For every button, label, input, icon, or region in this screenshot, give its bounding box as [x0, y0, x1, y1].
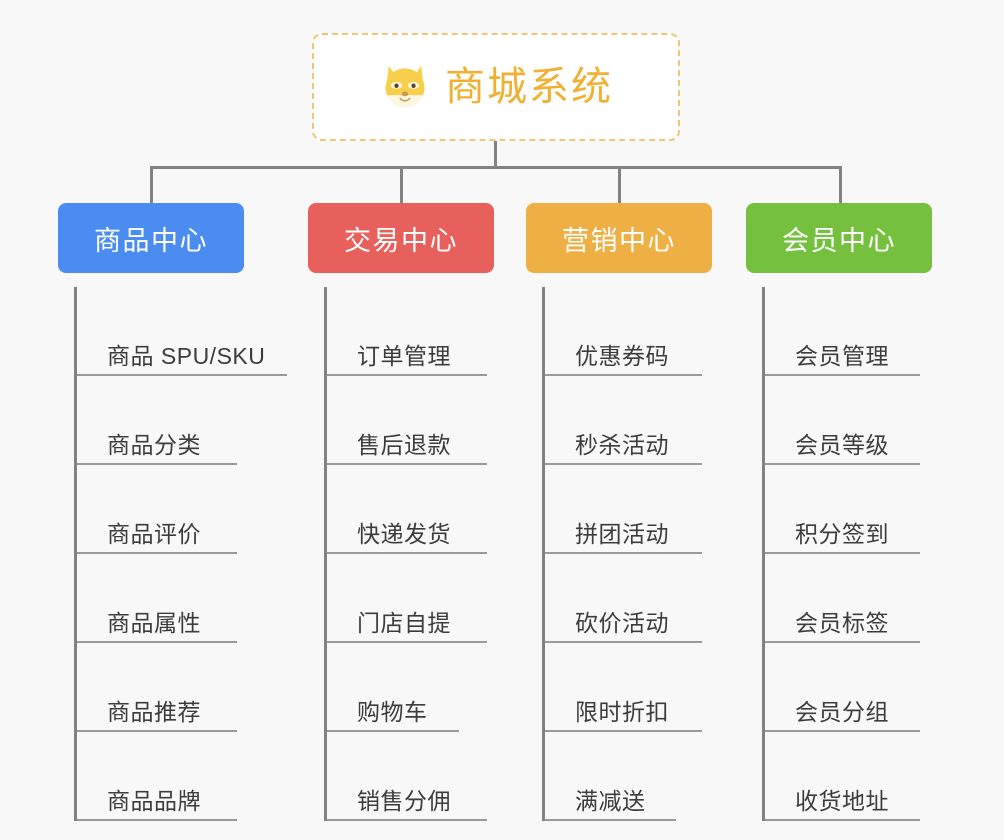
leaf-item[interactable]: 购物车 [327, 643, 540, 732]
leaf-item[interactable]: 秒杀活动 [545, 376, 758, 465]
leaf-underline [765, 552, 920, 554]
leaf-item[interactable]: 优惠券码 [545, 287, 758, 376]
leaf-label: 优惠券码 [575, 343, 669, 369]
leaf-label: 购物车 [357, 699, 428, 725]
leaf-underline [77, 374, 287, 376]
connector-drop-category-1 [150, 166, 153, 206]
leaf-label: 售后退款 [357, 432, 451, 458]
connector-drop-category-4 [839, 166, 842, 206]
leaf-underline [77, 463, 237, 465]
leaf-item[interactable]: 快递发货 [327, 465, 540, 554]
leaf-item[interactable]: 商品 SPU/SKU [77, 287, 290, 376]
shiba-dog-face-icon [385, 65, 425, 108]
leaf-item[interactable]: 商品评价 [77, 465, 290, 554]
connector-drop-category-2 [400, 166, 403, 206]
connector-horizontal-bus [150, 166, 842, 169]
leaf-underline [545, 463, 702, 465]
leaf-label: 销售分佣 [357, 788, 451, 814]
leaf-underline [765, 819, 920, 821]
leaf-underline [765, 641, 920, 643]
leaf-underline [545, 374, 702, 376]
leaf-label: 会员标签 [795, 610, 889, 636]
category-header-product[interactable]: 商品中心 [58, 203, 244, 273]
leaf-underline [327, 463, 487, 465]
leaf-label: 会员分组 [795, 699, 889, 725]
leaf-underline [545, 641, 702, 643]
leaf-underline [327, 374, 487, 376]
leaf-label: 秒杀活动 [575, 432, 669, 458]
leaf-label: 快递发货 [357, 521, 451, 547]
leaf-item[interactable]: 会员管理 [765, 287, 978, 376]
leaf-item[interactable]: 会员等级 [765, 376, 978, 465]
leaf-list-product: 商品 SPU/SKU 商品分类 商品评价 商品属性 商品推荐 商品品牌 [74, 287, 290, 821]
leaf-item[interactable]: 会员分组 [765, 643, 978, 732]
category-column-trade: 交易中心 订单管理 售后退款 快递发货 门店自提 购物车 [308, 203, 540, 821]
leaf-underline [327, 641, 487, 643]
leaf-item[interactable]: 商品分类 [77, 376, 290, 465]
leaf-label: 订单管理 [357, 343, 451, 369]
leaf-underline [545, 730, 702, 732]
leaf-item[interactable]: 会员标签 [765, 554, 978, 643]
category-label: 会员中心 [782, 225, 896, 256]
leaf-item[interactable]: 限时折扣 [545, 643, 758, 732]
leaf-underline [327, 730, 459, 732]
leaf-label: 会员管理 [795, 343, 889, 369]
category-header-marketing[interactable]: 营销中心 [526, 203, 712, 273]
leaf-item[interactable]: 积分签到 [765, 465, 978, 554]
leaf-underline [545, 552, 702, 554]
leaf-label: 商品品牌 [107, 788, 201, 814]
root-node-shop-system[interactable]: 商城系统 [312, 33, 680, 141]
leaf-label: 会员等级 [795, 432, 889, 458]
category-header-trade[interactable]: 交易中心 [308, 203, 494, 273]
leaf-underline [77, 730, 237, 732]
leaf-underline [765, 463, 920, 465]
category-label: 交易中心 [344, 225, 458, 256]
category-column-marketing: 营销中心 优惠券码 秒杀活动 拼团活动 砍价活动 限时折扣 [526, 203, 758, 821]
leaf-label: 满减送 [575, 788, 646, 814]
leaf-item[interactable]: 售后退款 [327, 376, 540, 465]
leaf-underline [327, 552, 487, 554]
leaf-underline [77, 819, 237, 821]
leaf-underline [77, 641, 237, 643]
leaf-item[interactable]: 满减送 [545, 732, 758, 821]
leaf-item[interactable]: 订单管理 [327, 287, 540, 376]
category-column-member: 会员中心 会员管理 会员等级 积分签到 会员标签 会员分组 [746, 203, 978, 821]
leaf-underline [77, 552, 237, 554]
category-label: 营销中心 [562, 225, 676, 256]
leaf-list-member: 会员管理 会员等级 积分签到 会员标签 会员分组 收货地址 [762, 287, 978, 821]
leaf-underline [765, 730, 920, 732]
category-label: 商品中心 [94, 225, 208, 256]
leaf-label: 拼团活动 [575, 521, 669, 547]
leaf-label: 商品分类 [107, 432, 201, 458]
leaf-label: 商品 SPU/SKU [107, 343, 266, 369]
leaf-label: 砍价活动 [575, 610, 669, 636]
category-column-product: 商品中心 商品 SPU/SKU 商品分类 商品评价 商品属性 商品推荐 [58, 203, 290, 821]
leaf-label: 门店自提 [357, 610, 451, 636]
leaf-list-marketing: 优惠券码 秒杀活动 拼团活动 砍价活动 限时折扣 满减送 [542, 287, 758, 821]
leaf-underline [327, 819, 487, 821]
root-node-label: 商城系统 [445, 65, 613, 109]
leaf-label: 商品推荐 [107, 699, 201, 725]
leaf-item[interactable]: 拼团活动 [545, 465, 758, 554]
leaf-label: 商品属性 [107, 610, 201, 636]
leaf-label: 限时折扣 [575, 699, 669, 725]
leaf-item[interactable]: 收货地址 [765, 732, 978, 821]
leaf-item[interactable]: 商品属性 [77, 554, 290, 643]
leaf-underline [545, 819, 676, 821]
leaf-item[interactable]: 商品品牌 [77, 732, 290, 821]
leaf-item[interactable]: 商品推荐 [77, 643, 290, 732]
leaf-label: 收货地址 [795, 788, 889, 814]
category-header-member[interactable]: 会员中心 [746, 203, 932, 273]
leaf-item[interactable]: 门店自提 [327, 554, 540, 643]
leaf-underline [765, 374, 920, 376]
connector-drop-category-3 [618, 166, 621, 206]
leaf-item[interactable]: 销售分佣 [327, 732, 540, 821]
leaf-label: 商品评价 [107, 521, 201, 547]
connector-root-drop [494, 141, 497, 169]
leaf-label: 积分签到 [795, 521, 889, 547]
leaf-list-trade: 订单管理 售后退款 快递发货 门店自提 购物车 销售分佣 [324, 287, 540, 821]
leaf-item[interactable]: 砍价活动 [545, 554, 758, 643]
